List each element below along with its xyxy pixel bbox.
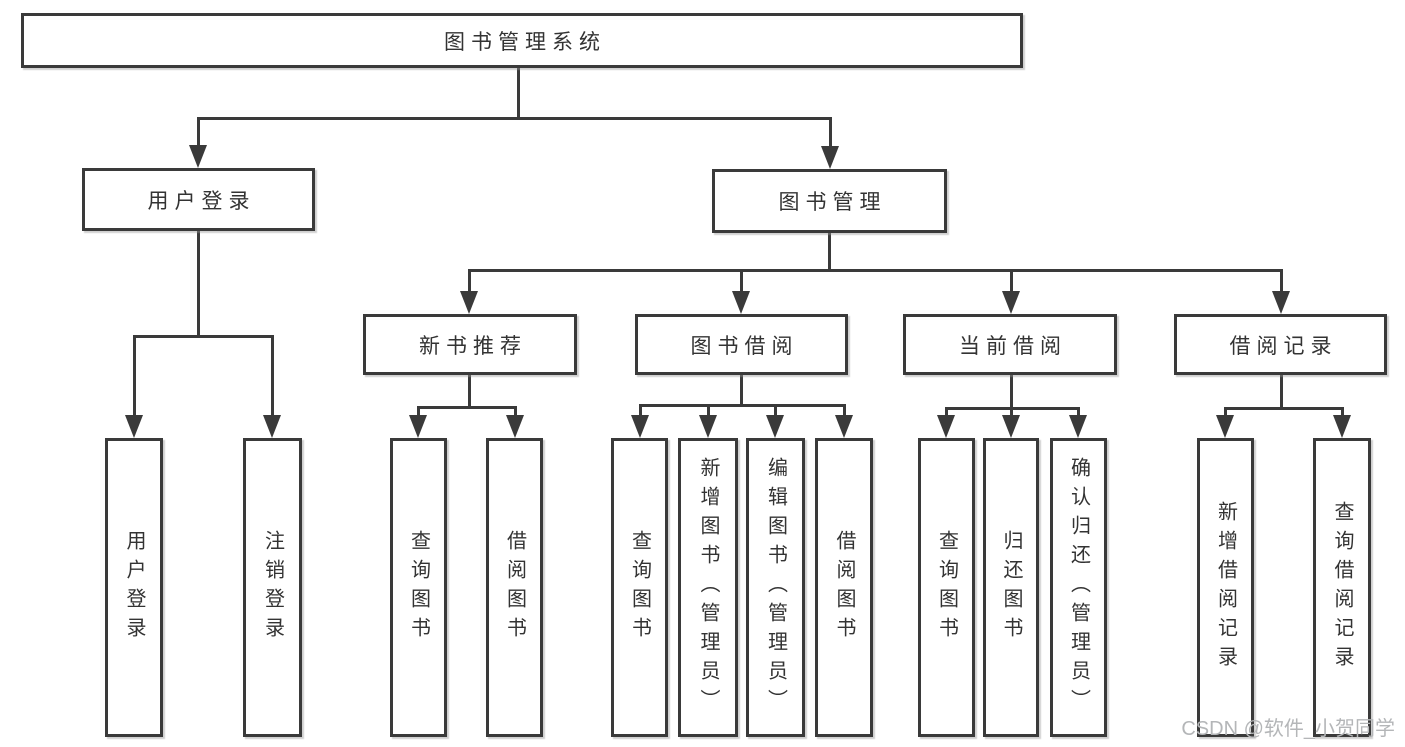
leaf-query-books-recommend: 查询图书: [390, 438, 447, 737]
leaf-query-borrow-record: 查询借阅记录: [1313, 438, 1371, 737]
node-book-management: 图书管理: [712, 169, 947, 233]
connector-vline: [740, 270, 743, 293]
arrow-down-icon: [631, 415, 649, 438]
leaf-query-books-borrow-label: 查询图书: [628, 529, 651, 646]
node-new-book-recommend-label: 新书推荐: [419, 334, 527, 358]
connector-vline: [828, 233, 831, 272]
connector-vline: [133, 336, 136, 417]
node-current-borrow: 当前借阅: [903, 314, 1117, 375]
connector-vline: [514, 406, 517, 418]
connector-vline: [707, 404, 710, 418]
arrow-down-icon: [1216, 415, 1234, 438]
arrow-down-icon: [766, 415, 784, 438]
leaf-query-borrow-record-label: 查询借阅记录: [1331, 500, 1353, 675]
connector-vline: [639, 404, 642, 418]
connector-vline: [829, 118, 832, 148]
leaf-return-books-label: 归还图书: [1000, 529, 1022, 646]
arrow-down-icon: [1002, 415, 1020, 438]
arrow-down-icon: [821, 146, 839, 169]
leaf-query-books-current: 查询图书: [918, 438, 975, 737]
leaf-edit-book-admin-label: 编辑图书（管理员）: [764, 457, 787, 718]
leaf-add-book-admin-label: 新增图书（管理员）: [697, 457, 719, 718]
connector-vline: [1010, 270, 1013, 293]
leaf-add-book-admin: 新增图书（管理员）: [678, 438, 738, 737]
connector-vline: [1010, 407, 1013, 418]
leaf-return-books: 归还图书: [983, 438, 1039, 737]
node-book-management-label: 图书管理: [778, 191, 887, 214]
leaf-user-login-label: 用户登录: [123, 529, 145, 646]
connector-vline: [1280, 375, 1283, 409]
node-root-label: 图书管理系统: [444, 30, 606, 54]
connector-vline: [468, 270, 471, 293]
arrow-down-icon: [506, 415, 524, 438]
arrow-down-icon: [937, 415, 955, 438]
arrow-down-icon: [125, 415, 143, 438]
arrow-down-icon: [409, 415, 427, 438]
leaf-borrow-books: 借阅图书: [815, 438, 873, 737]
connector-vline: [1341, 407, 1344, 418]
connector-hline: [1224, 407, 1344, 410]
leaf-query-books-recommend-label: 查询图书: [407, 529, 430, 646]
node-new-book-recommend: 新书推荐: [363, 314, 577, 375]
arrow-down-icon: [699, 415, 717, 438]
watermark: CSDN @软件_小贺同学: [1181, 718, 1395, 740]
connector-hline: [197, 117, 832, 120]
connector-hline: [945, 407, 1080, 410]
arrow-down-icon: [732, 291, 750, 314]
leaf-confirm-return-admin: 确认归还（管理员）: [1050, 438, 1107, 737]
leaf-logout-label: 注销登录: [261, 529, 284, 646]
leaf-add-borrow-record-label: 新增借阅记录: [1214, 500, 1237, 675]
leaf-edit-book-admin: 编辑图书（管理员）: [746, 438, 805, 737]
connector-vline: [417, 406, 420, 418]
connector-hline: [639, 404, 846, 407]
connector-vline: [197, 231, 200, 337]
node-book-borrow: 图书借阅: [635, 314, 848, 375]
node-borrow-records-label: 借阅记录: [1229, 334, 1338, 358]
leaf-confirm-return-admin-label: 确认归还（管理员）: [1067, 457, 1090, 718]
connector-vline: [843, 404, 846, 418]
connector-vline: [1280, 270, 1283, 293]
arrow-down-icon: [460, 291, 478, 314]
connector-vline: [517, 68, 520, 118]
node-user-login-group-label: 用户登录: [147, 189, 256, 213]
connector-vline: [740, 375, 743, 406]
arrow-down-icon: [1333, 415, 1351, 438]
connector-hline: [417, 406, 517, 409]
arrow-down-icon: [1002, 291, 1020, 314]
leaf-borrow-books-recommend-label: 借阅图书: [503, 529, 526, 646]
node-root: 图书管理系统: [21, 13, 1023, 68]
arrow-down-icon: [835, 415, 853, 438]
arrow-down-icon: [189, 145, 207, 168]
leaf-user-login: 用户登录: [105, 438, 163, 737]
node-book-borrow-label: 图书借阅: [690, 334, 799, 358]
leaf-query-books-current-label: 查询图书: [935, 529, 958, 646]
leaf-add-borrow-record: 新增借阅记录: [1197, 438, 1254, 737]
connector-hline: [133, 335, 274, 338]
leaf-borrow-books-recommend: 借阅图书: [486, 438, 543, 737]
leaf-query-books-borrow: 查询图书: [611, 438, 668, 737]
connector-vline: [468, 375, 471, 408]
leaf-borrow-books-label: 借阅图书: [833, 529, 855, 646]
node-borrow-records: 借阅记录: [1174, 314, 1387, 375]
arrow-down-icon: [1069, 415, 1087, 438]
connector-vline: [271, 336, 274, 417]
node-user-login-group: 用户登录: [82, 168, 315, 231]
connector-vline: [1224, 407, 1227, 418]
connector-vline: [1077, 407, 1080, 418]
leaf-logout: 注销登录: [243, 438, 302, 737]
connector-vline: [1010, 375, 1013, 409]
connector-vline: [774, 404, 777, 418]
arrow-down-icon: [1272, 291, 1290, 314]
connector-hline: [468, 269, 1283, 272]
connector-vline: [945, 407, 948, 418]
node-current-borrow-label: 当前借阅: [959, 334, 1067, 358]
connector-vline: [197, 118, 200, 147]
arrow-down-icon: [263, 415, 281, 438]
